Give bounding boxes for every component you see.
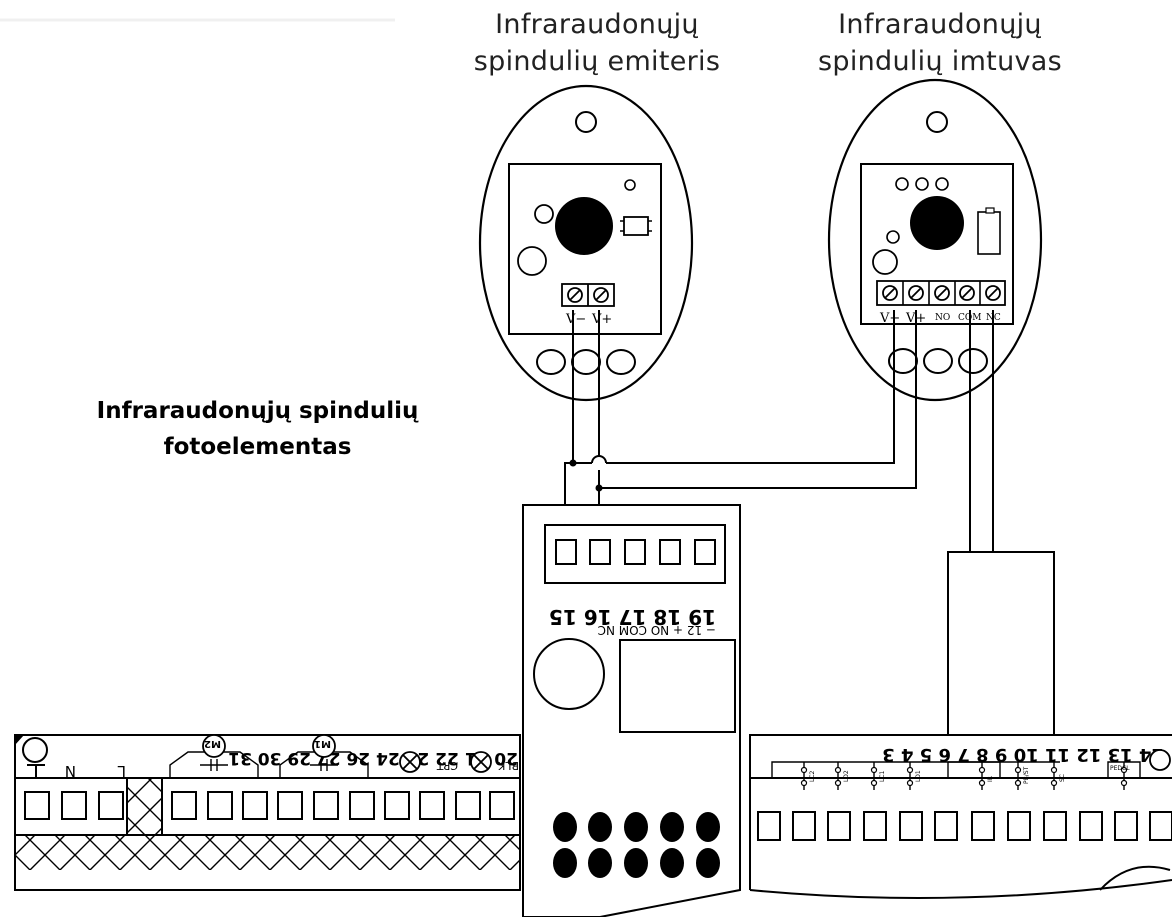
emitter-terminal-vplus: V+ (591, 312, 612, 327)
blk-label: BLK (497, 759, 519, 772)
motor-m2-label: M2 (204, 738, 221, 749)
emitter-title-line1: Infraraudonųjų (495, 9, 699, 40)
receiver-lens (910, 196, 964, 250)
emitter-terminal-vminus: V− (565, 312, 586, 327)
photocell-title: Infraraudonųjų spindulių fotoelementas (60, 393, 455, 465)
switch-label-ir: IR (987, 776, 994, 782)
left-board-l-label: L (117, 762, 126, 780)
module-terminal-functions: − 12 + NO COM NC (598, 623, 716, 637)
photocell-module: 19 18 17 16 15 − 12 + NO COM NC (522, 504, 741, 917)
emitter-top-hole (575, 111, 597, 133)
switch-label-lo2: LO2 (843, 770, 850, 782)
receiver-unit: V− V+ NO COM NC (827, 78, 1043, 402)
module-connector-pins (553, 812, 720, 878)
module-terminal-numbers: 19 18 17 16 15 (549, 605, 716, 629)
switch-label-lo1: LO1 (915, 770, 922, 782)
emitter-title-line2: spindulių emiteris (473, 46, 721, 77)
left-board-n-label: N (65, 762, 76, 780)
switch-label-lc2: LC2 (809, 770, 816, 782)
receiver-relay (977, 211, 1001, 255)
emitter-unit: V− V+ (478, 84, 694, 402)
module-buzzer (533, 638, 605, 710)
switch-label-sc: SC (1059, 774, 1066, 782)
receiver-terminal-vminus: V− (879, 311, 900, 326)
receiver-top-hole (926, 111, 948, 133)
left-board-numbers: 20 21 22 23 24 26 27 29 30 31 (228, 748, 518, 768)
right-terminal-board: 14 13 12 11 10 9 8 7 6 5 4 3 (749, 551, 1172, 899)
receiver-title: Infraraudonųjų spindulių imtuvas (800, 6, 1080, 80)
switch-label-pedcl: PEDCL (1110, 765, 1130, 772)
emitter-title: Infraraudonųjų spindulių emiteris (462, 6, 732, 80)
crt-label: CRT (436, 759, 458, 772)
module-relay (619, 639, 736, 733)
receiver-terminal-no: NO (935, 313, 950, 323)
module-side-connector (947, 551, 1055, 736)
emitter-chip (623, 216, 649, 236)
photocell-title-line1: Infraraudonųjų spindulių (96, 398, 419, 424)
emitter-lens (555, 197, 613, 255)
receiver-title-line2: spindulių imtuvas (818, 46, 1062, 77)
photocell-title-line2: fotoelementas (163, 434, 352, 460)
motor-m1-label: M1 (314, 738, 331, 749)
switch-label-lc1: LC1 (879, 770, 886, 782)
switch-label-pbst: PB/ST (1023, 766, 1030, 784)
right-board-numbers: 14 13 12 11 10 9 8 7 6 5 4 3 (882, 744, 1164, 765)
receiver-title-line1: Infraraudonųjų (838, 9, 1042, 40)
left-terminal-board: 20 21 22 23 24 26 27 29 30 31 L N M2 M1 … (14, 734, 521, 891)
